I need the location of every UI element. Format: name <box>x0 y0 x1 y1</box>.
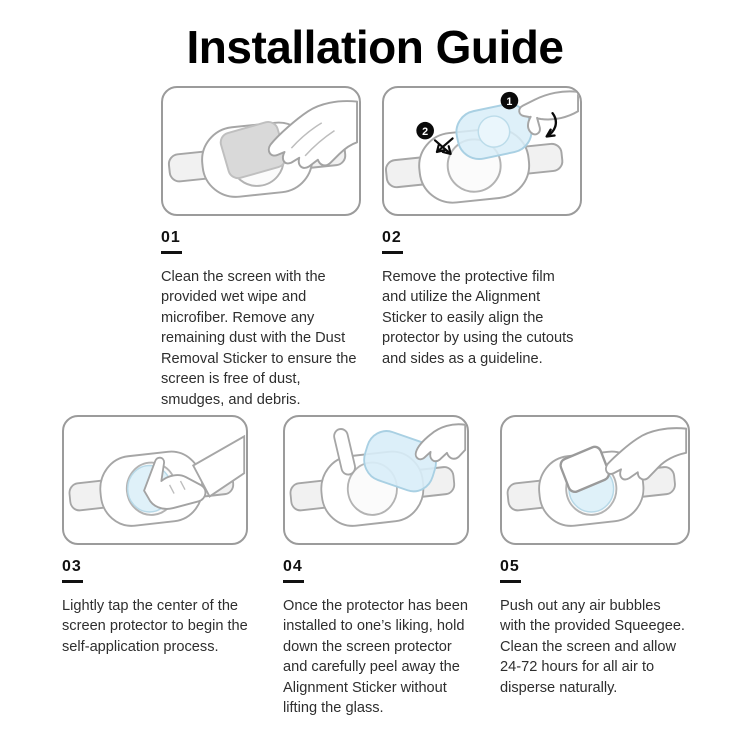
step-04-illustration-panel <box>283 415 469 545</box>
step-02-illustration-panel: 1 2 <box>382 86 582 216</box>
step-05: 05 Push out any air bubbles with the pro… <box>500 415 690 698</box>
step-01: 01 Clean the screen with the provided we… <box>161 86 361 410</box>
peel-sticker-illustration <box>289 423 467 527</box>
hand-icon <box>143 434 246 510</box>
step-04: 04 Once the protector has been installed… <box>283 415 469 719</box>
hand-icon <box>518 90 580 136</box>
watch-cleaning-illustration <box>167 100 359 198</box>
step-number: 03 <box>62 558 82 575</box>
step-number: 05 <box>500 558 520 575</box>
step-02: 1 2 02 Remove the protective film and ut… <box>382 86 582 369</box>
step-description: Lightly tap the center of the screen pro… <box>62 598 248 655</box>
step-03: 03 Lightly tap the center of the screen … <box>62 415 248 657</box>
hand-icon <box>414 423 467 463</box>
step-description: Clean the screen with the provided wet w… <box>161 269 357 408</box>
step-number: 02 <box>382 229 402 246</box>
step-number: 04 <box>283 558 303 575</box>
squeegee-illustration <box>506 427 688 527</box>
step-03-illustration-panel <box>62 415 248 545</box>
step-badge-1: 1 <box>500 91 519 110</box>
svg-text:1: 1 <box>506 96 512 108</box>
step-number-underline <box>382 251 403 254</box>
alignment-arrows-icon <box>433 137 454 155</box>
step-number-underline <box>500 580 521 583</box>
step-05-illustration-panel <box>500 415 690 545</box>
page-title: Installation Guide <box>186 21 564 73</box>
hand-icon <box>267 100 359 169</box>
step-number-underline <box>62 580 83 583</box>
alignment-sticker-illustration: 1 2 <box>384 90 580 204</box>
squeegee-card-icon <box>559 445 611 494</box>
step-number-underline <box>283 580 304 583</box>
step-description: Remove the protective film and utilize t… <box>382 269 574 367</box>
hand-icon <box>605 427 688 481</box>
curved-arrow-icon <box>545 112 558 138</box>
step-description: Once the protector has been installed to… <box>283 598 468 717</box>
step-01-illustration-panel <box>161 86 361 216</box>
step-description: Push out any air bubbles with the provid… <box>500 598 685 696</box>
holding-finger-icon <box>333 428 356 476</box>
step-number: 01 <box>161 229 181 246</box>
svg-text:2: 2 <box>422 126 428 138</box>
step-number-underline <box>161 251 182 254</box>
step-badge-2: 2 <box>416 121 434 140</box>
tap-center-illustration <box>68 434 246 527</box>
